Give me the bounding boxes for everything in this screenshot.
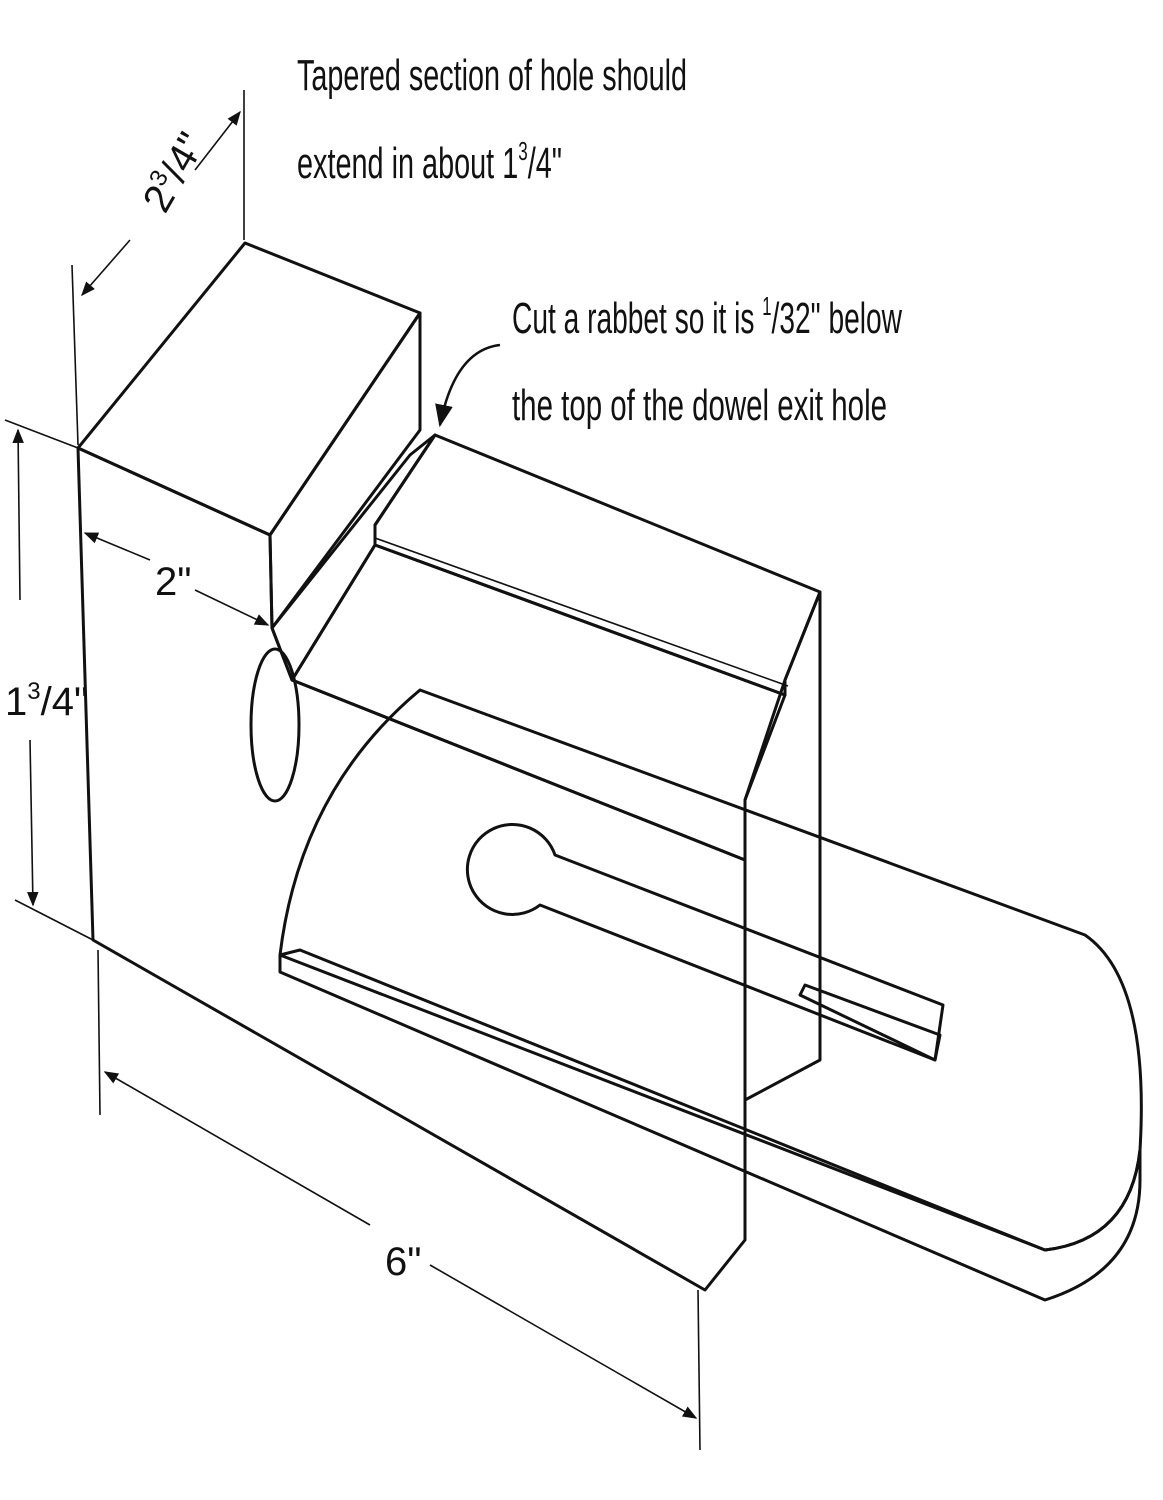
keyhole-slot (465, 822, 945, 1062)
block-right-face (743, 590, 822, 1102)
lower-ledge (290, 543, 787, 862)
taper-note-line2: extend in about 13/4" (297, 136, 562, 188)
dowel-exit-hole (249, 647, 301, 803)
dim-length-label: 6" (385, 1240, 421, 1284)
rabbet-note-line2: the top of the dowel exit hole (512, 381, 887, 430)
dim-height-label: 13/4" (5, 678, 88, 724)
rabbet-note-line1: Cut a rabbet so it is 1/32" below (512, 291, 902, 343)
dim-width-label: 23/4" (133, 124, 214, 219)
dim-inset-label: 2" (155, 560, 191, 604)
plate-top (278, 688, 1143, 1252)
raised-block-side (268, 311, 422, 630)
dimension-lines (4, 90, 701, 1451)
taper-note-line1: Tapered section of hole should (297, 51, 687, 100)
rabbet-top-face (373, 433, 822, 697)
